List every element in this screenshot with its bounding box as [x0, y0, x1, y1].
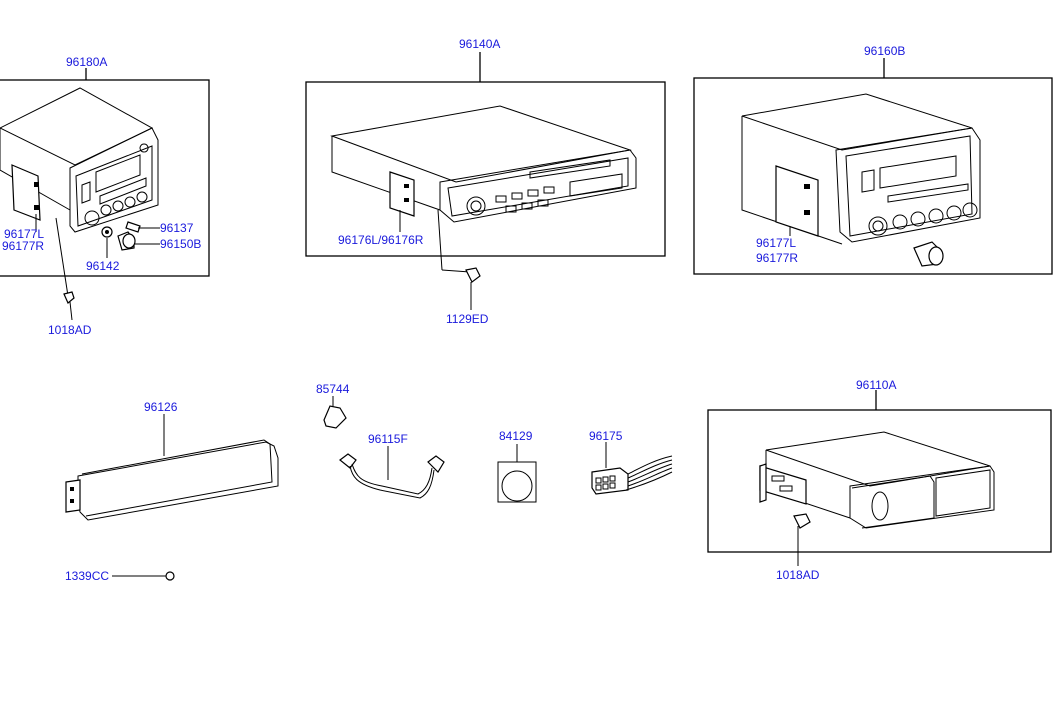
label-96115f: 96115F: [368, 432, 408, 446]
bracket-96177-drawing: [11, 164, 41, 221]
pad-84129-group: 84129: [497, 429, 537, 503]
label-96110a: 96110A: [856, 378, 896, 392]
pad-84129-drawing: [497, 461, 537, 503]
label-96160b: 96160B: [864, 44, 905, 58]
connector-96175-group: 96175: [589, 429, 673, 495]
radio-96160b-unit-drawing: [741, 93, 981, 267]
radio-96140a-frame: [305, 81, 666, 257]
screw-1339cc-drawing: [165, 571, 175, 581]
cable-96115f-drawing: [339, 453, 445, 499]
radio-96180a-unit-drawing: [0, 87, 159, 251]
label-96177r-2: 96177R: [756, 251, 798, 265]
label-96180a: 96180A: [66, 55, 107, 69]
label-1129ed: 1129ED: [446, 312, 489, 326]
radio-96180a-frame: [0, 79, 210, 277]
label-96177l-1: 96177L: [4, 227, 44, 241]
cover-96126-group: 96126: [65, 400, 279, 521]
plug-85744-group: 85744: [316, 382, 350, 429]
bracket-96177-drawing-2: [775, 165, 819, 237]
plug-85744-drawing: [323, 405, 347, 429]
screw-1018ad-drawing-2: [793, 513, 811, 529]
label-1339cc: 1339CC: [65, 569, 109, 583]
bracket-96176-drawing: [389, 171, 415, 217]
label-96177l-2: 96177L: [756, 236, 796, 250]
bracket-96110a-drawing: [759, 465, 807, 505]
radio-96140a-unit-drawing: [330, 105, 637, 223]
screw-1129ed-drawing: [465, 267, 481, 283]
changer-96110a-group: 96110A 1018AD: [707, 378, 1052, 582]
cable-96115f-group: 96115F: [339, 432, 445, 499]
label-96140a: 96140A: [459, 37, 500, 51]
cover-96126-drawing: [65, 439, 279, 521]
screw-1339cc-group: 1339CC: [65, 569, 175, 583]
label-96137: 96137: [160, 221, 194, 235]
radio-96160b-group: 96160B 96177L 96177R: [693, 44, 1053, 275]
radio-96140a-group: 96140A 96176L/96176R 1129ED: [305, 37, 666, 326]
label-96150b: 96150B: [160, 237, 201, 251]
connector-96175-drawing: [591, 455, 673, 495]
label-1018ad-2: 1018AD: [776, 568, 820, 582]
changer-96110a-frame: [707, 409, 1052, 553]
screw-1018ad-drawing: [63, 291, 75, 304]
label-96126: 96126: [144, 400, 178, 414]
changer-96110a-unit-drawing: [759, 431, 995, 529]
label-96176: 96176L/96176R: [338, 233, 424, 247]
label-96177r-1: 96177R: [2, 239, 44, 253]
label-85744: 85744: [316, 382, 350, 396]
label-96142: 96142: [86, 259, 120, 273]
label-1018ad-1: 1018AD: [48, 323, 92, 337]
radio-96160b-frame: [693, 77, 1053, 275]
radio-96180a-group: 96180A 96177L 96177R 96137 96150B 96142 …: [0, 55, 210, 337]
label-96175: 96175: [589, 429, 623, 443]
knob-96137-drawing: [125, 221, 141, 233]
label-84129: 84129: [499, 429, 533, 443]
